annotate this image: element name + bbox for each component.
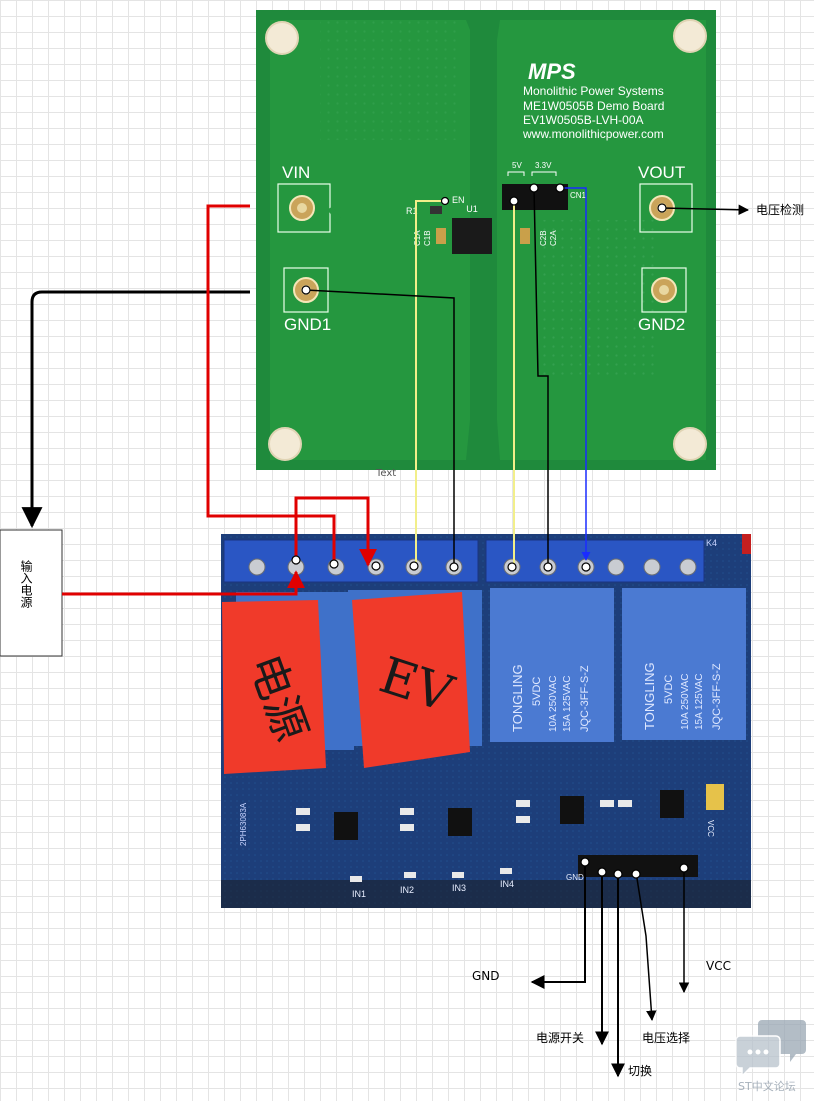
wire-33v-black <box>533 187 549 564</box>
header-gnd-label: GND <box>566 873 584 882</box>
watermark: ST中文论坛 <box>735 1020 806 1093</box>
voltage-select-label: 电压选择 <box>642 1031 690 1045</box>
vcc-label: VCC <box>706 959 731 973</box>
gnd1-outline <box>283 267 329 313</box>
switch-label: 切换 <box>628 1064 652 1078</box>
cn1-label: CN1 <box>570 191 587 200</box>
header-vcc-label: VCC <box>706 820 715 837</box>
power-switch-label: 电源开关 <box>536 1031 584 1045</box>
vout-label: VOUT <box>638 163 685 182</box>
input-header <box>578 855 698 877</box>
relay3-brand: TONGLING <box>510 664 525 732</box>
pcb-vias-2 <box>320 20 460 140</box>
c2-capacitor <box>520 228 530 244</box>
relay3-model: JQC-3FF-S-Z <box>579 665 591 732</box>
wire-en-yellow <box>415 200 445 562</box>
sticker-power: 电源 <box>222 600 326 774</box>
pcb-vias <box>540 220 660 380</box>
pcb-line-partno: EV1W0505B-LVH-00A <box>523 113 644 127</box>
wire-cn1-blue <box>560 187 591 561</box>
input-power-label: 输入电源 <box>19 559 33 609</box>
in3-label: IN3 <box>452 883 466 893</box>
wire-vin-to-relay <box>206 204 336 560</box>
u1-label: U1 <box>466 204 478 214</box>
sticker-ev: EV <box>352 592 470 768</box>
mps-demo-board: MPS Monolithic Power Systems ME1W0505B D… <box>256 10 716 470</box>
k4-label: K4 <box>706 538 717 548</box>
gnd2-outline <box>641 267 687 313</box>
wire-header-voltage-select <box>635 871 657 1022</box>
wire-gnd1-black <box>305 289 455 564</box>
pcb-line-board: ME1W0505B Demo Board <box>523 99 664 113</box>
sel-5v-label: 5V <box>512 161 522 170</box>
c2b-label: C2B <box>539 230 548 246</box>
wire-vout-detect <box>661 204 750 216</box>
c1a-label: C1A <box>413 230 422 246</box>
gnd1-label: GND1 <box>284 315 331 334</box>
c1b-label: C1B <box>423 230 432 246</box>
relay-4: TONGLING 5VDC 10A 250VAC 15A 125VAC JQC-… <box>622 588 746 740</box>
watermark-text: ST中文论坛 <box>738 1079 796 1093</box>
optocouplers <box>334 790 684 840</box>
relay4-spec2: 10A 250VAC <box>680 673 691 730</box>
wire-relay-loop <box>294 496 377 567</box>
stray-text-label: Text <box>375 468 396 479</box>
relay3-spec3: 15A 125VAC <box>562 675 573 732</box>
terminal-block-left <box>223 539 479 583</box>
input-power-box <box>0 529 63 657</box>
smd-parts <box>296 800 632 882</box>
board-id: 2PH63083A <box>239 802 248 846</box>
wire-header-gnd <box>530 864 586 989</box>
connection-points <box>291 183 689 879</box>
gnd2-label: GND2 <box>638 315 685 334</box>
relay4-spec3: 15A 125VAC <box>694 673 705 730</box>
in2-label: IN2 <box>400 885 414 895</box>
sel-33v-label: 3.3V <box>535 161 552 170</box>
in1-label: IN1 <box>352 889 366 899</box>
relay3-spec2: 10A 250VAC <box>548 675 559 732</box>
mps-logo-text: MPS <box>528 59 576 84</box>
relay-3: TONGLING 5VDC 10A 250VAC 15A 125VAC JQC-… <box>490 588 614 742</box>
wire-input-to-relay <box>62 570 305 596</box>
wires <box>21 187 750 1078</box>
r1-resistor <box>430 206 442 214</box>
r1-label: R1 <box>406 206 418 216</box>
jumper-vcc <box>706 784 724 810</box>
mounting-holes <box>265 19 707 461</box>
voltage-detect-label: 电压检测 <box>756 202 804 217</box>
pcb-line-company: Monolithic Power Systems <box>523 84 664 98</box>
u1-chip <box>452 218 492 254</box>
wire-gnd-to-input <box>21 290 250 529</box>
in4-label: IN4 <box>500 879 514 889</box>
relay4-spec1: 5VDC <box>663 675 675 704</box>
c1-capacitor <box>436 228 446 244</box>
relay3-spec1: 5VDC <box>531 677 543 706</box>
terminal-block-right <box>485 539 705 583</box>
relay4-brand: TONGLING <box>642 662 657 730</box>
relay4-model: JQC-3FF-S-Z <box>711 663 723 730</box>
mps-logo: MPS <box>528 59 576 84</box>
pcb-line-url: www.monolithicpower.com <box>522 127 664 141</box>
vin-label: VIN <box>282 163 310 182</box>
gnd-label: GND <box>472 969 500 983</box>
en-label: EN <box>452 195 465 205</box>
relay-board: K4 TONGLING 5VDC 10A 250VAC 15A 125VAC J… <box>221 534 751 908</box>
c2a-label: C2A <box>549 230 558 246</box>
